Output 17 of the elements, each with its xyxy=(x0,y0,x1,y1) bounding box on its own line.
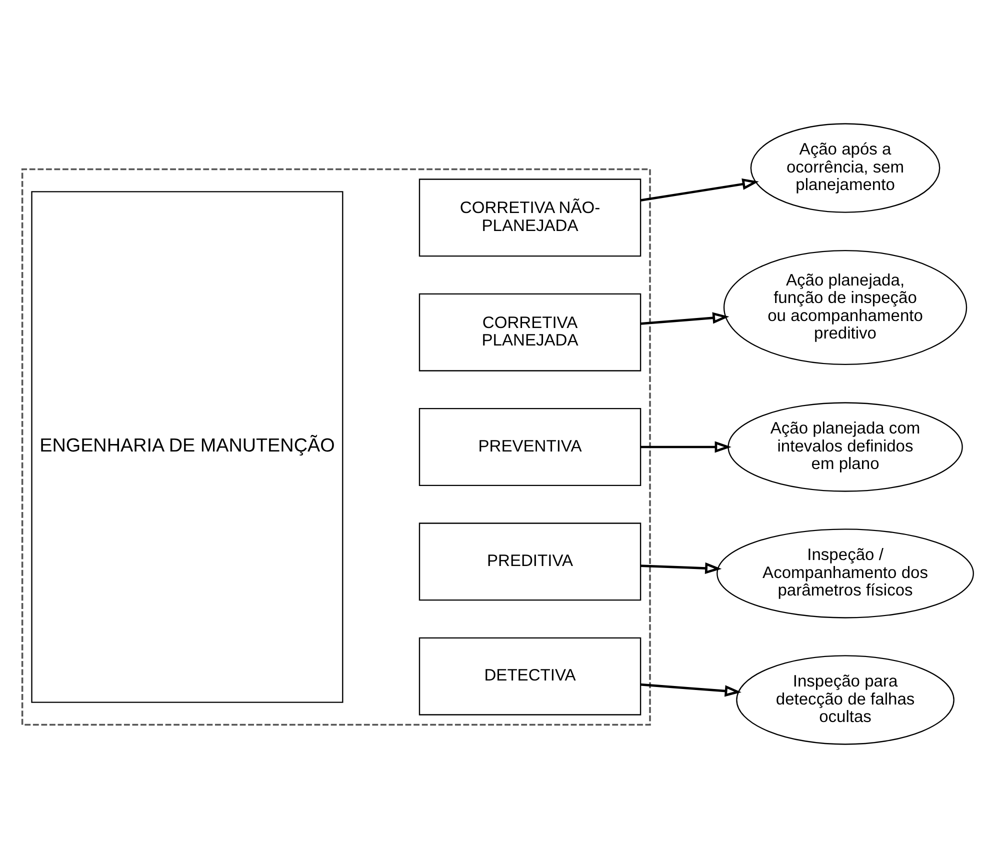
cluster xyxy=(21,168,651,726)
arrow xyxy=(640,441,732,453)
node-ellipse: Inspeção para detecção de falhas ocultas xyxy=(736,655,954,745)
node-box: DETECTIVA xyxy=(418,637,642,716)
node-box: ENGENHARIA DE MANUTENÇÃO xyxy=(31,191,344,703)
node-box: CORRETIVA PLANEJADA xyxy=(418,293,642,372)
node-box: PREDITIVA xyxy=(418,522,642,601)
arrow xyxy=(640,312,730,325)
node-box: CORRETIVA NÃO-PLANEJADA xyxy=(418,178,642,257)
arrow xyxy=(640,562,722,574)
node-box: PREVENTIVA xyxy=(418,408,642,486)
node-ellipse: Ação planejada, função de inspeção ou acompanhamento preditivo xyxy=(723,250,968,366)
node-ellipse: Inspeção / Acompanhamento dos parâmetros físicos xyxy=(716,528,974,618)
node-ellipse: Ação após a ocorrência, sem planejamento xyxy=(750,123,940,213)
arrow xyxy=(640,683,742,697)
node-ellipse: Ação planejada com intevalos definidos em plano xyxy=(728,402,963,492)
arrow xyxy=(640,178,759,202)
